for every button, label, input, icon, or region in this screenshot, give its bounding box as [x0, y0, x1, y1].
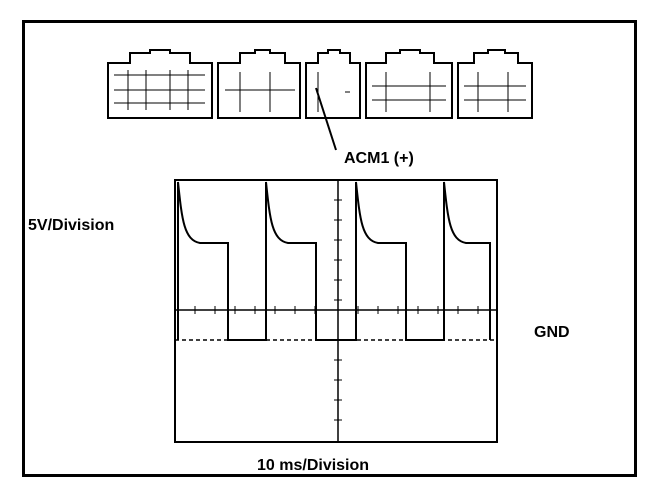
ground-label: GND: [534, 324, 570, 341]
connector-2: [217, 49, 301, 119]
waveform: [177, 181, 491, 341]
vertical-scale-label: 5V/Division: [28, 217, 115, 234]
pin-leader-line: [315, 87, 337, 151]
connector-1: [107, 49, 213, 119]
diagram-frame: [22, 20, 637, 477]
connector-3: [305, 49, 361, 119]
connector-row: [107, 49, 533, 119]
horizontal-scale-label: 10 ms/Division: [257, 457, 370, 474]
connector-5: [457, 49, 533, 119]
connector-4: [365, 49, 453, 119]
pin-label: ACM1 (+): [344, 150, 414, 167]
